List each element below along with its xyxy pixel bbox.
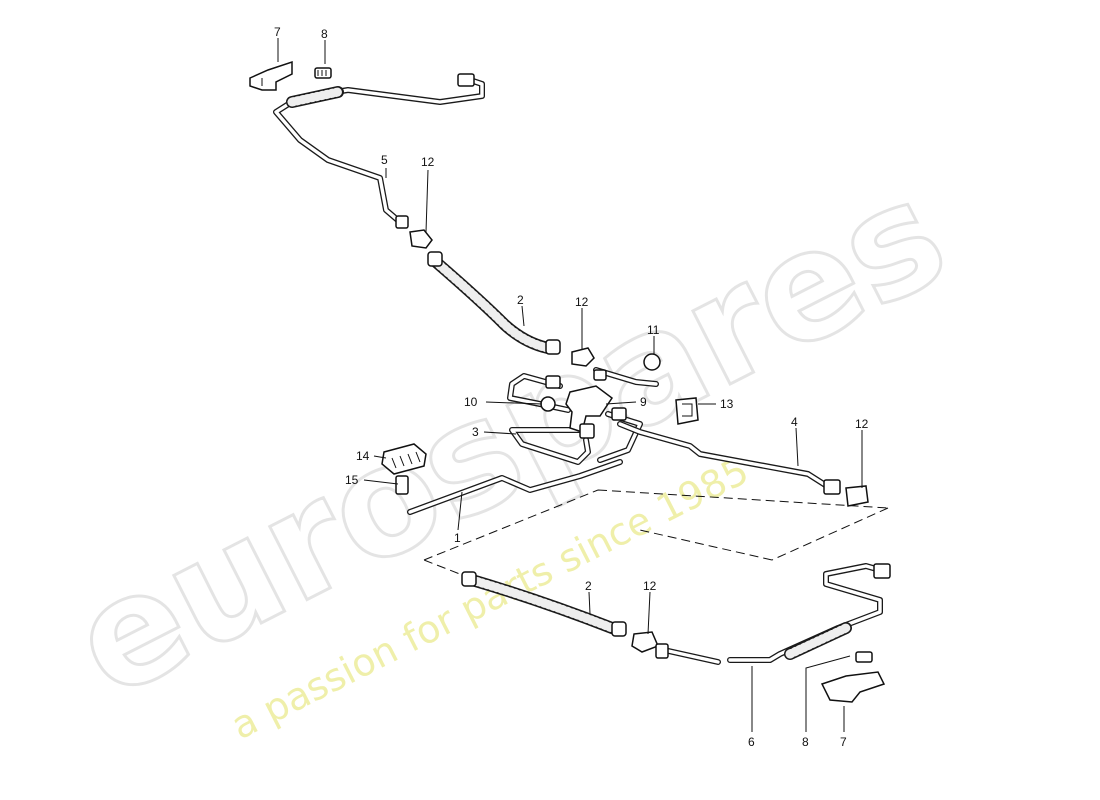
bolt-top [314,67,332,79]
bolt-bottom [855,651,873,663]
mounting-bracket-top [249,60,293,91]
callout-5: 5 [381,153,388,167]
callout-12-middle: 12 [575,295,589,309]
leader-lines [277,38,863,732]
callout-labels: 7 8 5 12 2 12 11 10 9 13 3 4 12 14 15 1 … [274,25,869,749]
callout-7-top: 7 [274,25,281,39]
brake-line-4 [617,421,841,495]
callout-2-lower: 2 [585,579,592,593]
callout-9: 9 [640,395,647,409]
brake-hose-2-lower [461,571,627,637]
bracket-13 [675,397,699,425]
brake-hose-2-upper [427,251,561,355]
watermark: eurospares a passion for parts since 198… [46,145,973,748]
callout-11: 11 [647,323,660,337]
callout-7-bottom: 7 [840,735,847,749]
hose-sleeve-bottom [784,622,852,660]
brake-line-3 [507,367,659,465]
brake-line-6 [655,563,891,665]
brake-line-1 [407,459,623,515]
callout-8-top: 8 [321,27,328,41]
clip-upper [409,229,433,249]
pipe-holder-14 [381,443,427,475]
watermark-brand: eurospares [47,146,971,732]
callout-12-upper: 12 [421,155,435,169]
callout-14: 14 [356,449,370,463]
hose-sleeve-top [286,86,344,108]
callout-3: 3 [472,425,479,439]
callout-6: 6 [748,735,755,749]
callout-12-lower: 12 [643,579,657,593]
union-10 [540,396,556,412]
callout-2-upper: 2 [517,293,524,307]
callout-4: 4 [791,415,798,429]
nut-11 [643,353,661,371]
clip-right [845,485,869,507]
clip-lower [631,631,659,653]
callout-8-bottom: 8 [802,735,809,749]
callout-10: 10 [464,395,478,409]
clip-middle [571,347,595,367]
callout-1: 1 [454,531,461,545]
callout-12-right: 12 [855,417,869,431]
bolt-15 [395,475,409,495]
mounting-bracket-bottom [820,671,886,703]
connection-outline [423,489,889,579]
callout-13: 13 [720,397,734,411]
callout-15: 15 [345,473,359,487]
distribution-tee [545,369,627,439]
